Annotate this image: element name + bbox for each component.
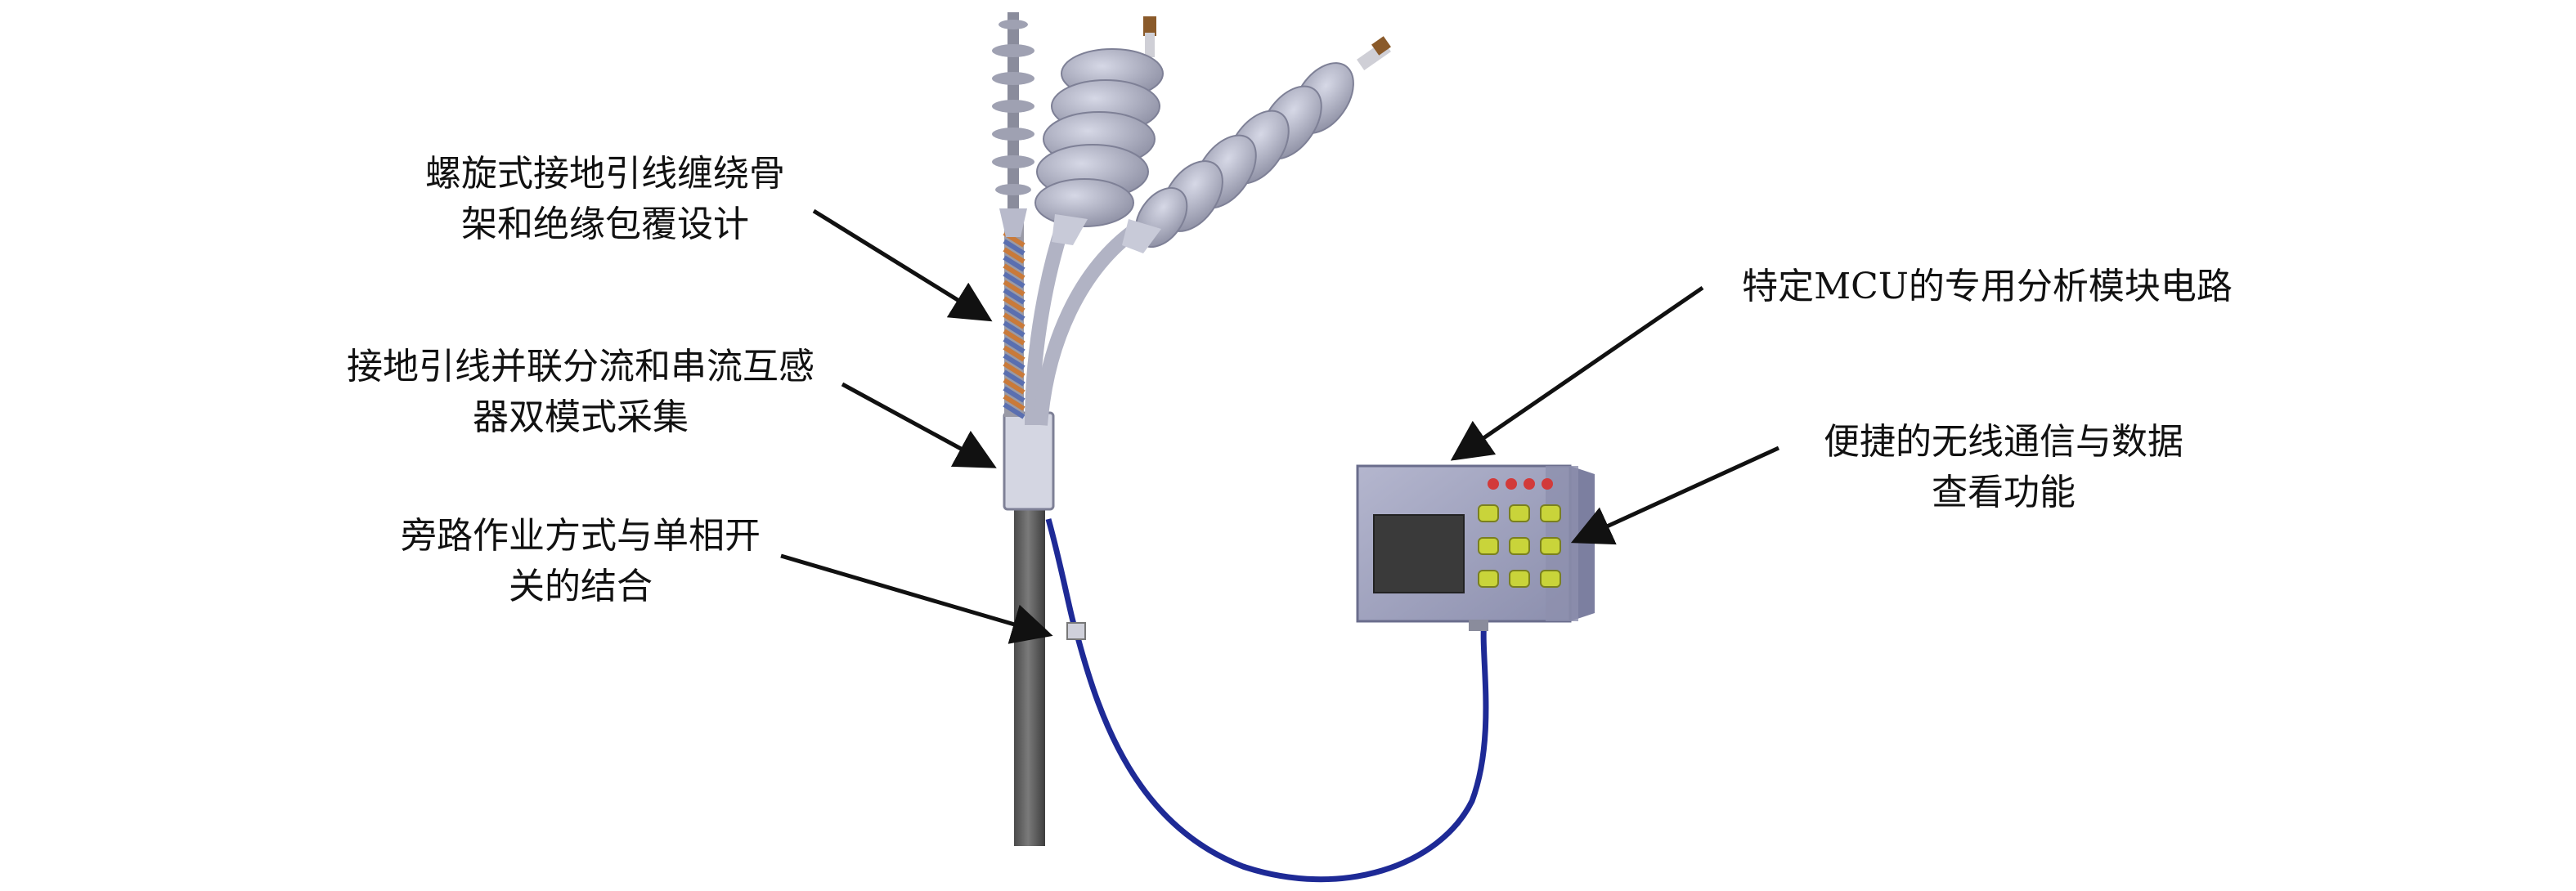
label-line: 关的结合 [509,566,653,607]
left-insulator-stack [992,12,1034,237]
annotation-arrows [780,208,1780,644]
label-line: 接地引线并联分流和串流互感 [347,346,815,387]
box-leds [1488,478,1553,490]
label-line: 旁路作业方式与单相开 [401,515,761,557]
label-wireless: 便捷的无线通信与数据 查看功能 [1775,417,2233,518]
middle-insulator [1025,16,1164,426]
box-screen [1373,514,1465,593]
analysis-box-icon [1356,464,1595,631]
label-line: 便捷的无线通信与数据 [1824,421,2183,463]
cable-connector [1066,622,1086,640]
label-dual-mode: 接地引线并联分流和串流互感 器双模式采集 [303,342,859,443]
label-mcu: 特定MCU的专用分析模块电路 [1701,262,2273,312]
arrow-icon [780,553,1053,644]
right-insulator [1033,36,1391,426]
label-line: 器双模式采集 [473,396,689,438]
arrow-icon [1570,446,1780,545]
arrow-icon [1450,285,1704,461]
label-line: 架和绝缘包覆设计 [461,204,749,245]
box-keypad [1478,504,1561,588]
label-line: 特定MCU的专用分析模块电路 [1742,266,2233,307]
label-spiral-frame: 螺旋式接地引线缠绕骨 架和绝缘包覆设计 [393,149,818,250]
spiral-wrap [1003,231,1025,419]
label-bypass: 旁路作业方式与单相开 关的结合 [368,511,793,612]
arrow-icon [812,208,993,322]
grounding-pole [1003,221,1055,846]
label-line: 查看功能 [1932,472,2076,513]
arrow-icon [841,382,997,468]
label-line: 螺旋式接地引线缠绕骨 [425,153,785,195]
